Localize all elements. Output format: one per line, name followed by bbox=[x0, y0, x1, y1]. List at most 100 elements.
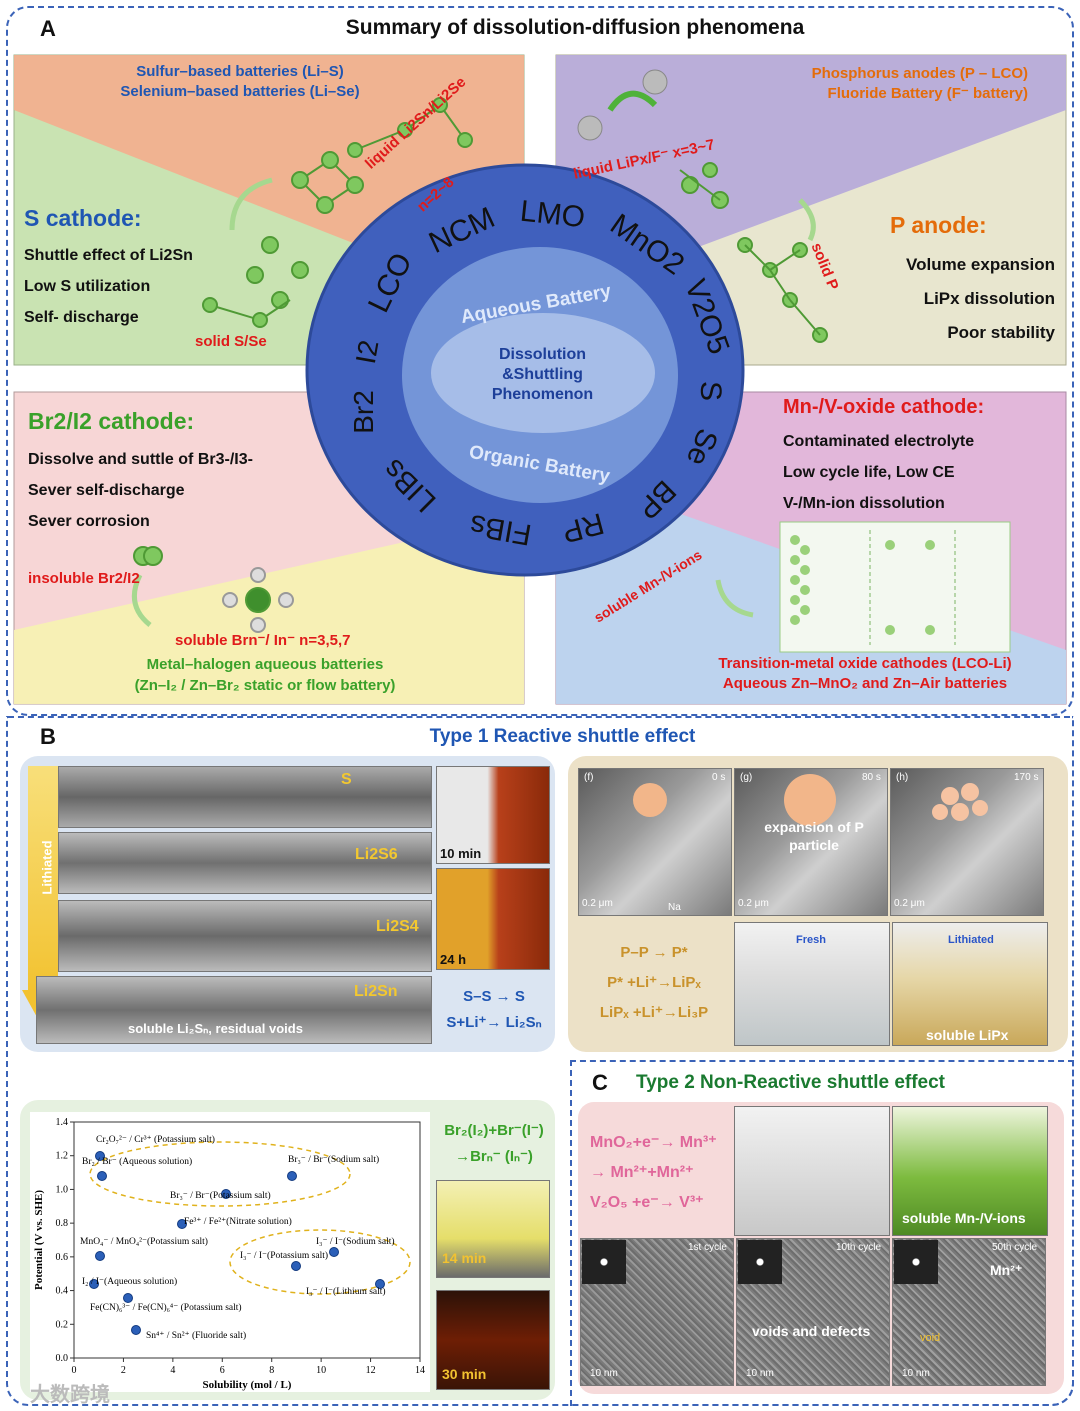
point-label: I₂ / I⁻(Aqueous solution) bbox=[82, 1276, 177, 1287]
point-label: Br₂ / Br⁻ (Aqueous solution) bbox=[82, 1156, 192, 1167]
data-point bbox=[291, 1261, 301, 1271]
y-tick-label: 0.4 bbox=[56, 1286, 69, 1297]
hrtem-scale-2: 10 nm bbox=[746, 1368, 774, 1379]
soluble-lipx: soluble LiPx bbox=[926, 1027, 1009, 1043]
lithiated-cell-photo bbox=[892, 922, 1048, 1046]
molecule-icons bbox=[131, 69, 1011, 653]
hrtem-scale-3: 10 nm bbox=[902, 1368, 930, 1379]
mn-equations: MnO₂+e⁻→ Mn³⁺ → Mn²⁺+Mn²⁺ V₂O₅ +e⁻→ V³⁺ bbox=[590, 1134, 717, 1211]
eq-sulfur: S–S → S S+Li⁺→ Li₂Sₙ bbox=[446, 988, 542, 1031]
tem-time-0: 0 s bbox=[712, 772, 726, 783]
x-tick-label: 2 bbox=[121, 1365, 126, 1376]
data-point bbox=[177, 1219, 187, 1229]
soluble-mn-v-ions: soluble Mn-/V-ions bbox=[902, 1210, 1026, 1226]
x-tick-label: 12 bbox=[366, 1365, 376, 1376]
br-heading: Mn-/V-oxide cathode: bbox=[783, 396, 985, 418]
data-point bbox=[221, 1189, 231, 1199]
point-label: Fe³⁺ / Fe²⁺(Nitrate solution) bbox=[184, 1216, 292, 1227]
point-label: Fe(CN)₆³⁻ / Fe(CN)₆⁴⁻ (Potassium salt) bbox=[90, 1302, 242, 1313]
y-tick-label: 0.2 bbox=[56, 1319, 69, 1330]
bl-heading: Br2/I2 cathode: bbox=[28, 408, 195, 434]
hrtem-scale-1: 10 nm bbox=[590, 1368, 618, 1379]
data-point bbox=[95, 1251, 105, 1261]
point-label: I₃⁻ / I⁻(Sodium salt) bbox=[316, 1236, 395, 1247]
tem-scale-3: 0.2 μm bbox=[894, 898, 925, 909]
fft-inset-2 bbox=[738, 1240, 782, 1284]
x-tick-label: 4 bbox=[170, 1365, 175, 1376]
point-label: Br₃⁻ / Br⁻(Potassium salt) bbox=[170, 1190, 271, 1201]
bl-items: Dissolve and suttle of Br3-/I3- Sever se… bbox=[28, 451, 253, 530]
tem-letter-h: (h) bbox=[896, 772, 909, 783]
voids-defects: voids and defects bbox=[752, 1323, 871, 1339]
br-time-14min: 14 min bbox=[442, 1250, 487, 1266]
data-point bbox=[89, 1279, 99, 1289]
bl-soluble: soluble Brn⁻/ In⁻ n=3,5,7 bbox=[175, 632, 351, 649]
bl-batteries: Metal–halogen aqueous batteries (Zn–I₂ /… bbox=[134, 656, 396, 694]
data-point bbox=[329, 1247, 339, 1257]
tem-scale-1: 0.2 μm bbox=[582, 898, 613, 909]
x-tick-label: 6 bbox=[220, 1365, 225, 1376]
x-tick-label: 0 bbox=[72, 1365, 77, 1376]
panel-a-title: Summary of dissolution-diffusion phenome… bbox=[345, 16, 805, 39]
tem-letter-g: (g) bbox=[740, 772, 753, 783]
tr-heading: P anode: bbox=[890, 212, 987, 238]
x-tick-label: 8 bbox=[269, 1365, 274, 1376]
tr-items: Volume expansion LiPx dissolution Poor s… bbox=[906, 255, 1055, 342]
mn2-label: Mn²⁺ bbox=[990, 1262, 1023, 1278]
panel-b-title: Type 1 Reactive shuttle effect bbox=[429, 726, 696, 747]
point-label: Cr₂O₇²⁻ / Cr³⁺ (Potassium salt) bbox=[96, 1134, 215, 1145]
species-li2s4: Li2S4 bbox=[376, 918, 419, 935]
y-tick-label: 1.4 bbox=[56, 1117, 69, 1128]
panel-a-letter: A bbox=[40, 16, 56, 41]
species-li2sn: Li2Sn bbox=[354, 983, 398, 1000]
tl-heading: S cathode: bbox=[24, 205, 142, 231]
expansion-label: expansion of P particle bbox=[764, 819, 864, 853]
data-point bbox=[123, 1293, 133, 1303]
panel-b-letter: B bbox=[40, 724, 56, 749]
y-tick-label: 1.2 bbox=[56, 1151, 69, 1162]
x-axis-label: Solubility (mol / L) bbox=[203, 1379, 292, 1391]
br-items: Contaminated electrolyte Low cycle life,… bbox=[783, 433, 975, 512]
x-tick-label: 14 bbox=[415, 1365, 425, 1376]
fft-inset-3 bbox=[894, 1240, 938, 1284]
cycle-10: 10th cycle bbox=[836, 1242, 882, 1253]
x-tick-label: 10 bbox=[316, 1365, 326, 1376]
tr-batteries: Phosphorus anodes (P – LCO) Fluoride Bat… bbox=[811, 65, 1028, 102]
void-label: void bbox=[920, 1332, 941, 1344]
ring-center-text: Dissolution &Shuttling Phenomenon bbox=[491, 346, 594, 403]
point-label: Br₃⁻ / Br⁻(Sodium salt) bbox=[288, 1154, 379, 1165]
data-point bbox=[375, 1279, 385, 1289]
battery-ring bbox=[305, 163, 745, 577]
br-vial-30min bbox=[436, 1290, 550, 1390]
xray-slice-4 bbox=[36, 976, 432, 1044]
data-point bbox=[131, 1325, 141, 1335]
tem-letter-f: (f) bbox=[584, 772, 594, 783]
watermark: 大数跨境 bbox=[30, 1384, 110, 1406]
tem-time-80: 80 s bbox=[862, 772, 881, 783]
tl-solid: solid S/Se bbox=[195, 333, 267, 350]
mn-vial-green bbox=[892, 1106, 1048, 1236]
data-point bbox=[97, 1171, 107, 1181]
xray-slice-2 bbox=[58, 832, 432, 894]
y-tick-label: 0.6 bbox=[56, 1252, 69, 1263]
cycle-1: 1st cycle bbox=[688, 1242, 727, 1253]
species-s: S bbox=[341, 771, 352, 788]
y-axis-label: Potential (V vs. SHE) bbox=[33, 1190, 45, 1290]
lithiated-arrow bbox=[28, 766, 58, 994]
cycle-50: 50th cycle bbox=[992, 1242, 1038, 1253]
lithiated-cell-label: Lithiated bbox=[948, 934, 994, 946]
mn-vial-clear bbox=[734, 1106, 890, 1236]
highlight-ellipse-br bbox=[89, 1141, 351, 1207]
tem-scale-2: 0.2 μm bbox=[738, 898, 769, 909]
data-point bbox=[287, 1171, 297, 1181]
vial-photo-10min bbox=[436, 766, 550, 864]
highlight-ellipse-i bbox=[229, 1229, 411, 1295]
voids-label: soluble Li₂Sₙ, residual voids bbox=[128, 1021, 303, 1036]
y-tick-label: 1.0 bbox=[56, 1184, 69, 1195]
fresh-label: Fresh bbox=[796, 934, 826, 946]
fft-inset-1 bbox=[582, 1240, 626, 1284]
time-10min: 10 min bbox=[440, 846, 482, 861]
point-label: I₃⁻ / I⁻(Lithium salt) bbox=[306, 1286, 386, 1297]
br-time-30min: 30 min bbox=[442, 1366, 487, 1382]
